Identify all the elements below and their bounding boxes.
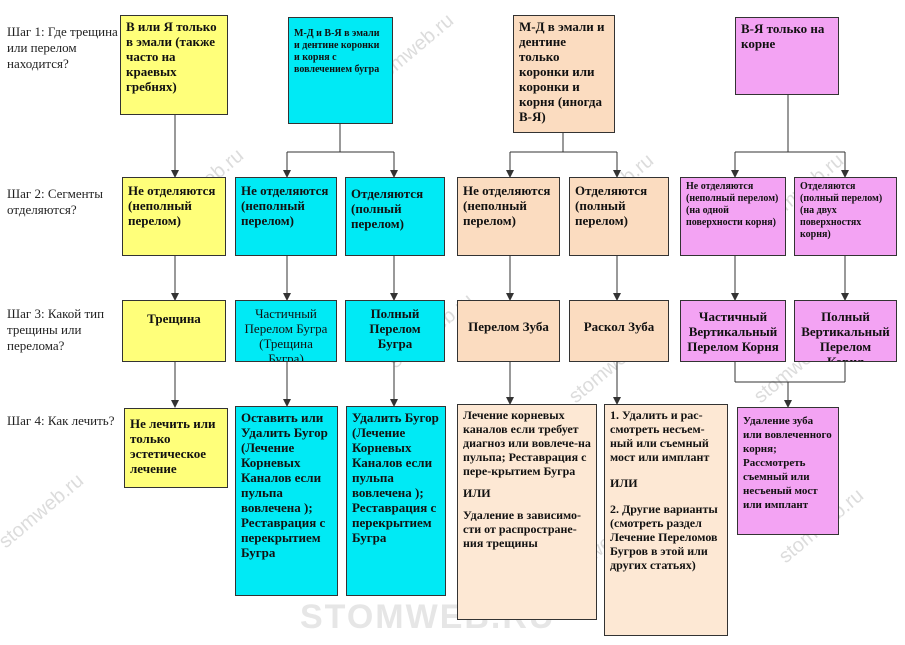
location-buccal-lingual-enamel: В или Я только в эмали (также часто на к… xyxy=(120,15,228,115)
treatment-c1: Лечение корневых каналов если требует ди… xyxy=(457,404,597,620)
treatment-a: Не лечить или только эстетическое лечени… xyxy=(124,408,228,488)
type-partial-vertical-root-fracture: Частичный Вертикальный Перелом Корня xyxy=(680,300,786,362)
treatment-c1-option-2: Удаление в зависимо-сти от распростране-… xyxy=(463,508,581,550)
location-bl-root-only: В-Я только на корне xyxy=(735,17,839,95)
location-md-bl-cusp: М-Д и В-Я в эмали и дентине коронки и ко… xyxy=(288,17,393,124)
segments-b-not-separated: Не отделяются (неполный перелом) xyxy=(235,177,337,256)
type-tooth-fracture: Перелом Зуба xyxy=(457,300,560,362)
location-md-crown-root: М-Д в эмали и дентине только коронки или… xyxy=(513,15,615,133)
segments-d-not-separated: Не отделяются (неполный перелом) (на одн… xyxy=(680,177,786,256)
treatment-d: Удаление зуба или вовлеченного корня; Ра… xyxy=(737,407,839,535)
treatment-c1-option-1: Лечение корневых каналов если требует ди… xyxy=(463,408,591,478)
segments-d-separated: Отделяются (полный перелом) (на двух пов… xyxy=(794,177,897,256)
treatment-c2-option-1: 1. Удалить и рас-смотреть несъем-ный или… xyxy=(610,408,710,464)
segments-c-not-separated: Не отделяются (неполный перелом) xyxy=(457,177,560,256)
type-complete-cusp-fracture: Полный Перелом Бугра xyxy=(345,300,445,362)
segments-a-not-separated: Не отделяются (неполный перелом) xyxy=(122,177,226,256)
treatment-c2: 1. Удалить и рас-смотреть несъем-ный или… xyxy=(604,404,728,636)
step-2-label: Шаг 2: Сегменты отделяются? xyxy=(7,186,103,217)
step-4-label: Шаг 4: Как лечить? xyxy=(7,413,115,428)
segments-c-separated: Отделяются (полный перелом) xyxy=(569,177,669,256)
type-partial-cusp-fracture: Частичный Перелом Бугра (Трещина Бугра) xyxy=(235,300,337,362)
treatment-c2-option-2: 2. Другие варианты (смотреть раздел Лече… xyxy=(610,502,718,572)
type-crack: Трещина xyxy=(122,300,226,362)
step-1-label: Шаг 1: Где трещина или перелом находится… xyxy=(7,24,118,71)
treatment-b2: Удалить Бугор (Лечение Корневых Каналов … xyxy=(346,406,446,596)
treatment-c1-or: ИЛИ xyxy=(463,486,491,500)
step-3-label: Шаг 3: Какой тип трещины или перелома? xyxy=(7,306,105,353)
type-split-tooth: Раскол Зуба xyxy=(569,300,669,362)
type-complete-vertical-root-fracture: Полный Вертикальный Перелом Корня xyxy=(794,300,897,362)
treatment-b1: Оставить или Удалить Бугор (Лечение Корн… xyxy=(235,406,338,596)
treatment-c2-or: ИЛИ xyxy=(610,476,638,490)
segments-b-separated: Отделяются (полный перелом) xyxy=(345,177,445,256)
